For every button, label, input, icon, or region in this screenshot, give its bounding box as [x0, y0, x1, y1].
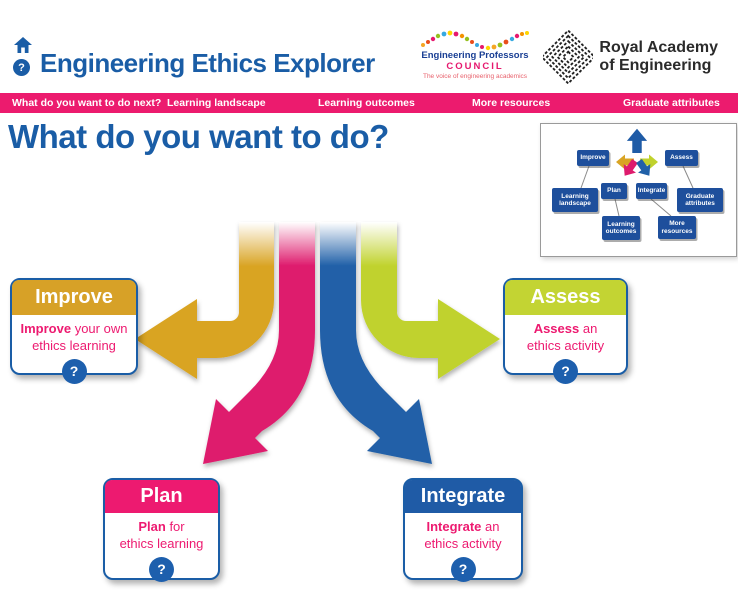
minimap-box-integrate[interactable]: Integrate: [636, 183, 667, 199]
minimap-graphic: [580, 128, 694, 217]
minimap-box-improve[interactable]: Improve: [577, 150, 609, 166]
card-integrate-help-icon[interactable]: ?: [450, 556, 476, 582]
raeng-logo: Royal Academy of Engineering: [543, 28, 718, 86]
card-improve-help-icon[interactable]: ?: [61, 358, 87, 384]
minimap-blue-arrow-icon: [636, 158, 651, 176]
card-improve-title: Improve: [35, 286, 113, 308]
arrow-improve-left: [135, 222, 274, 379]
nav-item-learning-outcomes[interactable]: Learning outcomes: [318, 97, 415, 109]
card-improve-description: Improve your own ethics learning: [20, 321, 128, 353]
card-plan-title: Plan: [140, 485, 183, 507]
navbar: What do you want to do next? Learning la…: [0, 93, 738, 113]
epc-logo: Engineering Professors COUNCIL The voice…: [416, 27, 534, 89]
card-integrate-header: Integrate: [405, 480, 521, 513]
raeng-line1: Royal Academy: [599, 39, 718, 57]
arrow-assess-right: [361, 222, 500, 379]
card-plan[interactable]: Plan Plan for ethics learning ?: [103, 478, 220, 582]
nav-item-graduate-attributes[interactable]: Graduate attributes: [623, 97, 720, 109]
minimap-box-assess[interactable]: Assess: [665, 150, 698, 166]
minimap-home-arrow-icon: [626, 128, 648, 153]
card-integrate-description: Integrate an ethics activity: [424, 519, 502, 551]
help-icon[interactable]: ?: [13, 59, 30, 76]
minimap[interactable]: Improve Assess Plan Integrate Learning l…: [540, 123, 737, 257]
page-title: What do you want to do?: [8, 118, 389, 155]
minimap-box-graduate-attributes[interactable]: Graduate attributes: [677, 188, 723, 212]
epc-council: COUNCIL: [446, 60, 504, 72]
raeng-diamond-icon: [543, 30, 594, 84]
arrow-plan-downleft: [203, 222, 315, 464]
help-glyph: ?: [18, 61, 25, 74]
minimap-box-learning-outcomes[interactable]: Learning outcomes: [602, 216, 640, 240]
card-assess-header: Assess: [505, 280, 626, 315]
nav-item-learning-landscape[interactable]: Learning landscape: [167, 97, 266, 109]
nav-item-what-next[interactable]: What do you want to do next?: [12, 97, 162, 109]
minimap-box-plan[interactable]: Plan: [601, 183, 627, 199]
epc-dots-wave-icon: [421, 30, 529, 51]
card-assess-title: Assess: [530, 286, 601, 308]
card-assess-description: Assess an ethics activity: [526, 321, 605, 353]
home-icon[interactable]: [14, 37, 32, 53]
card-integrate[interactable]: Integrate Integrate an ethics activity ?: [403, 478, 523, 582]
minimap-gold-arrow-icon: [616, 154, 634, 170]
card-assess[interactable]: Assess Assess an ethics activity ?: [503, 278, 628, 384]
epc-name: Engineering Professors: [421, 50, 529, 61]
minimap-box-more-resources[interactable]: More resources: [658, 216, 696, 239]
card-plan-description: Plan for ethics learning: [119, 519, 204, 551]
card-plan-help-icon[interactable]: ?: [149, 556, 174, 582]
epc-tagline: The voice of engineering academics: [422, 72, 528, 80]
app-title: Engineering Ethics Explorer: [40, 48, 375, 78]
arrow-integrate-downright: [320, 222, 432, 464]
card-improve-header: Improve: [12, 280, 136, 315]
card-improve[interactable]: Improve Improve your own ethics learning…: [10, 278, 138, 384]
card-assess-help-icon[interactable]: ?: [553, 358, 578, 384]
nav-item-more-resources[interactable]: More resources: [472, 97, 551, 109]
minimap-pink-arrow-icon: [623, 158, 638, 176]
raeng-line2: of Engineering: [599, 57, 712, 74]
card-plan-header: Plan: [105, 480, 218, 513]
raeng-text: Royal Academy of Engineering: [599, 39, 718, 75]
card-integrate-title: Integrate: [420, 485, 506, 507]
minimap-box-learning-landscape[interactable]: Learning landscape: [552, 188, 598, 212]
minimap-green-arrow-icon: [640, 154, 658, 170]
